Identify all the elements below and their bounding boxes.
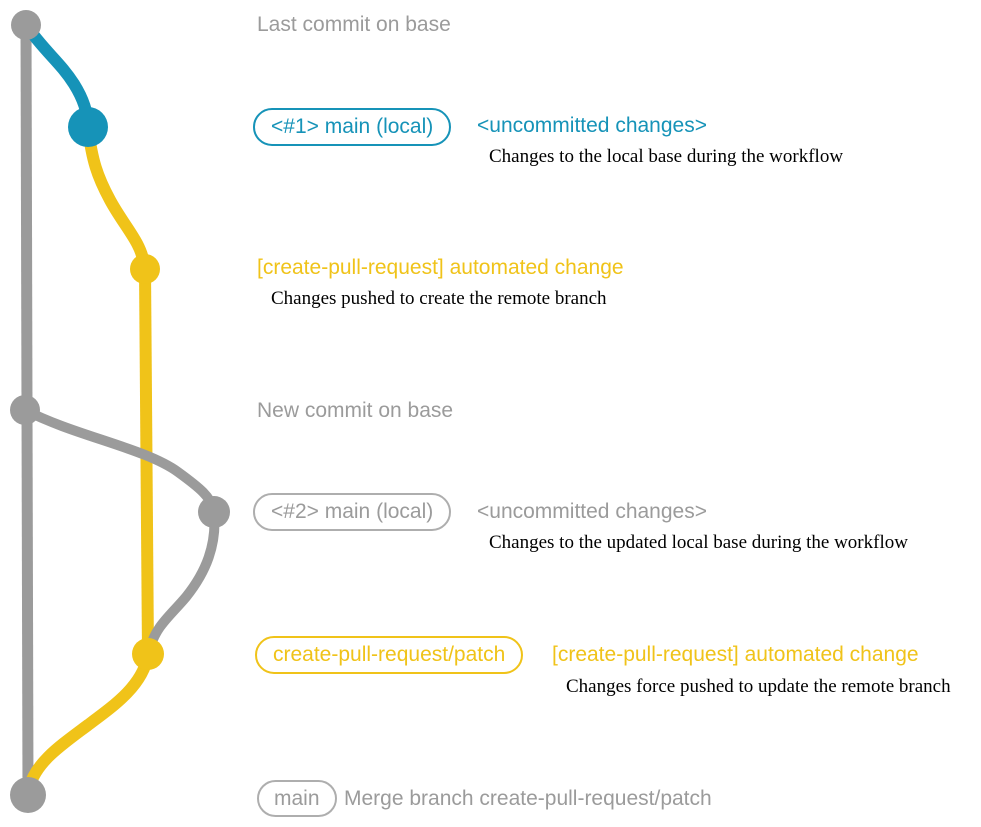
commit-dot-new-commit-on-base <box>10 395 40 425</box>
commit-dot-automated-change-2 <box>132 638 164 670</box>
commit-dot-local-main-1 <box>68 107 108 147</box>
branch-badge-main-local-2: <#2> main (local) <box>253 493 452 531</box>
remote-branch-line <box>139 268 154 655</box>
commit-dot-merge-commit <box>10 777 46 813</box>
last-commit-label: Last commit on base <box>257 13 451 36</box>
uncommitted-changes-title-1: <uncommitted changes> <box>477 114 707 137</box>
new-commit-label: New commit on base <box>257 399 454 422</box>
uncommitted-changes-description-2: Changes to the updated local base during… <box>489 532 908 553</box>
local-change-curve <box>21 21 94 125</box>
remote-branch-curve-top <box>82 127 150 266</box>
uncommitted-changes-title-2: <uncommitted changes> <box>477 500 707 523</box>
commit-dot-automated-change-1 <box>130 254 160 284</box>
commit-dot-last-commit-on-base <box>11 10 41 40</box>
automated-change-description-2: Changes force pushed to update the remot… <box>566 676 951 697</box>
automated-change-description-1: Changes pushed to create the remote bran… <box>271 288 607 309</box>
remote-branch-merge-curve <box>23 653 154 790</box>
branch-badge-main-local-1: <#1> main (local) <box>253 108 452 146</box>
branch-badge-create-pull-request-patch: create-pull-request/patch <box>255 636 524 674</box>
branch-badge-main: main <box>257 780 337 817</box>
uncommitted-changes-description-1: Changes to the local base during the wor… <box>489 146 844 167</box>
updated-base-curve-in <box>145 511 220 650</box>
updated-base-curve-out <box>22 405 219 513</box>
merge-commit-label: Merge branch create-pull-request/patch <box>344 787 712 810</box>
automated-change-title-2: [create-pull-request] automated change <box>552 643 919 666</box>
automated-change-title-1: [create-pull-request] automated change <box>257 256 624 279</box>
commit-dot-local-main-2 <box>198 496 230 528</box>
